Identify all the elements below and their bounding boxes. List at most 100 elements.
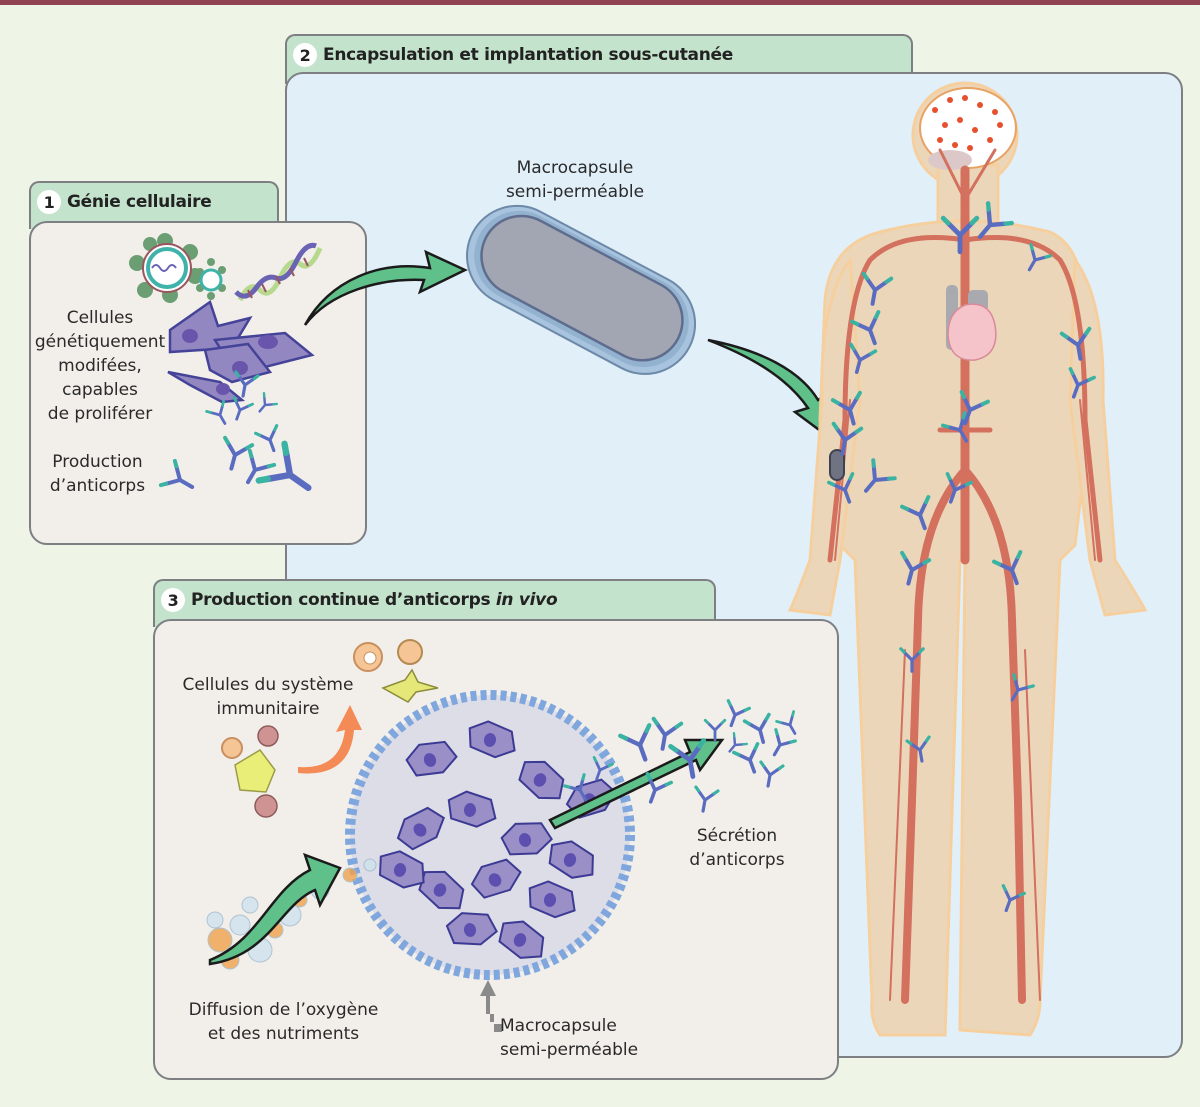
- cell-icon: [548, 840, 594, 879]
- cell-icon: [498, 920, 545, 959]
- antibody-icon: [255, 440, 312, 492]
- arrow-to-capsule-icon: [303, 249, 468, 326]
- section-title-text: Encapsulation et implantation sous-cutan…: [323, 45, 733, 65]
- antibody-icon: [1059, 326, 1092, 361]
- virus-small-icon: [196, 258, 226, 300]
- label-cells-modified: Cellules génétiquement modifées, capable…: [30, 306, 170, 426]
- brain-dot: [952, 142, 958, 148]
- antibody-icon: [1027, 243, 1052, 272]
- antibody-icon: [742, 712, 771, 744]
- label-secretion: Sécrétion d’anticorps: [672, 824, 802, 872]
- cell-icon: [445, 912, 498, 946]
- antibody-icon: [732, 742, 760, 774]
- text-line: immunitaire: [216, 699, 320, 719]
- cell-icon: [418, 870, 465, 910]
- antibodies-group: [158, 370, 312, 492]
- text-line: de proliférer: [47, 404, 153, 424]
- bubble: [229, 914, 251, 936]
- antibody-icon: [1068, 367, 1096, 399]
- label-diffusion: Diffusion de l’oxygène et des nutriments: [176, 998, 391, 1046]
- antibody-icon: [905, 735, 931, 763]
- text-line: Production: [52, 452, 143, 472]
- text-line: d’anticorps: [689, 850, 785, 870]
- cell-icon: [405, 740, 458, 777]
- bubble: [342, 867, 358, 883]
- brain-dot: [947, 97, 953, 103]
- bubble: [207, 927, 233, 953]
- dna-icon: [234, 242, 323, 302]
- implanted-capsule-icon: [829, 449, 845, 481]
- label-immune-cells: Cellules du système immunitaire: [178, 673, 358, 721]
- virus-icon: [129, 233, 203, 303]
- pointer-arrow-icon: [480, 980, 502, 1032]
- cell-icon: [518, 760, 565, 800]
- antibody-icon: [940, 410, 969, 443]
- antibody-icon: [726, 699, 751, 728]
- text-line: Macrocapsule: [500, 1016, 617, 1036]
- antibody-icon: [831, 421, 864, 456]
- brain-dot: [937, 137, 943, 143]
- secretion-arrow-icon: [548, 738, 725, 830]
- antibody-icon: [694, 785, 720, 813]
- bubble: [363, 858, 377, 872]
- antibody-icon: [668, 738, 707, 779]
- text-line: semi-perméable: [505, 182, 645, 202]
- text-line: capables: [62, 380, 138, 400]
- antibody-icon: [900, 495, 931, 531]
- antibody-icon: [618, 723, 652, 762]
- macrocapsule-icon: [466, 204, 697, 375]
- text-line: Cellules du système: [182, 675, 354, 695]
- section-title-text: Production continue d’anticorps: [191, 590, 496, 610]
- antibody-icon: [945, 472, 973, 504]
- section-number: 3: [161, 588, 185, 612]
- section-title-italic: in vivo: [495, 590, 558, 610]
- brain-dot: [967, 145, 973, 151]
- antibody-icon: [940, 215, 980, 255]
- brain-dot: [977, 102, 983, 108]
- antibody-icon: [258, 391, 279, 413]
- text-line: modifées,: [58, 356, 142, 376]
- section-2-title: 2 Encapsulation et implantation sous-cut…: [293, 43, 733, 67]
- label-macrocapsule-top: Macrocapsule semi-perméable: [490, 156, 660, 204]
- brain-dot: [972, 127, 978, 133]
- cell-icon: [396, 806, 446, 851]
- antibody-icon: [703, 718, 727, 742]
- antibody-icon: [728, 731, 749, 753]
- antibody-icon: [223, 435, 255, 471]
- text-line: Cellules: [66, 308, 134, 328]
- antibody-icon: [651, 716, 684, 751]
- brain-icon: [919, 87, 1017, 170]
- section-3-title: 3 Production continue d’anticorps in viv…: [161, 588, 558, 612]
- antibody-icon: [1001, 884, 1026, 913]
- antibody-icon: [592, 756, 614, 781]
- brain-dot: [962, 95, 968, 101]
- brain-dot: [932, 107, 938, 113]
- antibody-icon: [775, 710, 797, 735]
- section-1-title: 1 Génie cellulaire: [37, 190, 212, 214]
- diffusion-arrow-icon: [208, 852, 342, 966]
- text-line: Sécrétion: [696, 826, 778, 846]
- section-number: 1: [37, 190, 61, 214]
- antibody-icon: [899, 647, 925, 673]
- antibody-icon: [158, 458, 195, 489]
- brain-dot: [987, 137, 993, 143]
- text-line: et des nutriments: [207, 1024, 360, 1044]
- section-title-text: Génie cellulaire: [67, 192, 212, 212]
- brain-dot: [997, 122, 1003, 128]
- antibody-icon: [850, 310, 881, 346]
- antibodies-in-body: [827, 201, 1096, 913]
- text-line: Macrocapsule: [516, 158, 634, 178]
- header-bar: [0, 0, 1200, 5]
- brain-dot: [992, 109, 998, 115]
- antibody-icon: [759, 760, 785, 788]
- cell-icon: [470, 858, 522, 899]
- antibody-icon: [900, 550, 932, 586]
- brain-dot: [942, 122, 948, 128]
- heart-icon: [946, 285, 997, 361]
- antibody-icon: [563, 773, 588, 802]
- antibody-icon: [864, 458, 897, 493]
- antibody-icon: [232, 396, 254, 421]
- antibody-icon: [645, 772, 673, 804]
